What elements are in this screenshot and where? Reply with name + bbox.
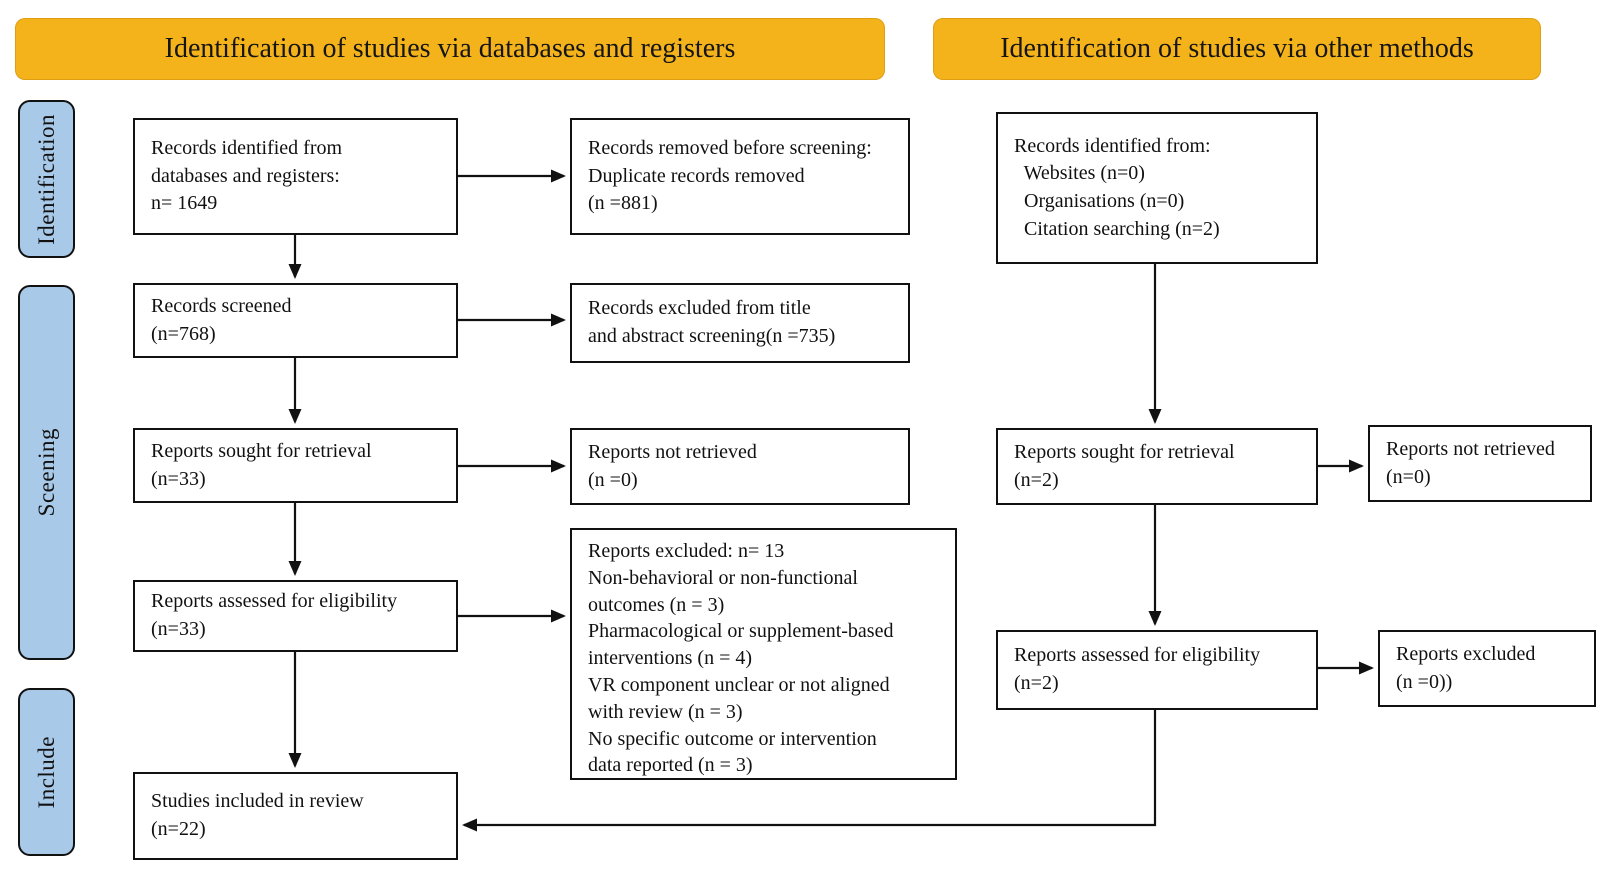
box-records-removed-before-screening: Records removed before screening: Duplic… [570,118,910,235]
banner-databases-registers: Identification of studies via databases … [15,18,885,80]
box-reports-excluded-other: Reports excluded (n =0)) [1378,630,1596,707]
box-records-identified-other: Records identified from: Websites (n=0) … [996,112,1318,264]
phase-identification-label: Identification [33,113,59,245]
box-records-excluded-title-abstract: Records excluded from title and abstract… [570,283,910,363]
box-reports-assessed-databases: Reports assessed for eligibility (n=33) [133,580,458,652]
box-studies-included: Studies included in review (n=22) [133,772,458,860]
phase-include-label: Include [33,735,59,809]
box-records-screened: Records screened (n=768) [133,283,458,358]
box-reports-not-retrieved-other: Reports not retrieved (n=0) [1368,425,1592,502]
banner-other-methods-label: Identification of studies via other meth… [1000,33,1474,64]
box-reports-sought-databases: Reports sought for retrieval (n=33) [133,428,458,503]
phase-identification: Identification [18,100,75,258]
phase-screening: Sceening [18,285,75,660]
box-reports-sought-other: Reports sought for retrieval (n=2) [996,428,1318,505]
box-reports-excluded-reasons: Reports excluded: n= 13 Non-behavioral o… [570,528,957,780]
box-records-identified-databases: Records identified from databases and re… [133,118,458,235]
banner-databases-label: Identification of studies via databases … [164,33,736,64]
box-reports-not-retrieved-databases: Reports not retrieved (n =0) [570,428,910,505]
phase-include: Include [18,688,75,856]
phase-screening-label: Sceening [33,428,59,517]
banner-other-methods: Identification of studies via other meth… [933,18,1541,80]
box-reports-assessed-other: Reports assessed for eligibility (n=2) [996,630,1318,710]
